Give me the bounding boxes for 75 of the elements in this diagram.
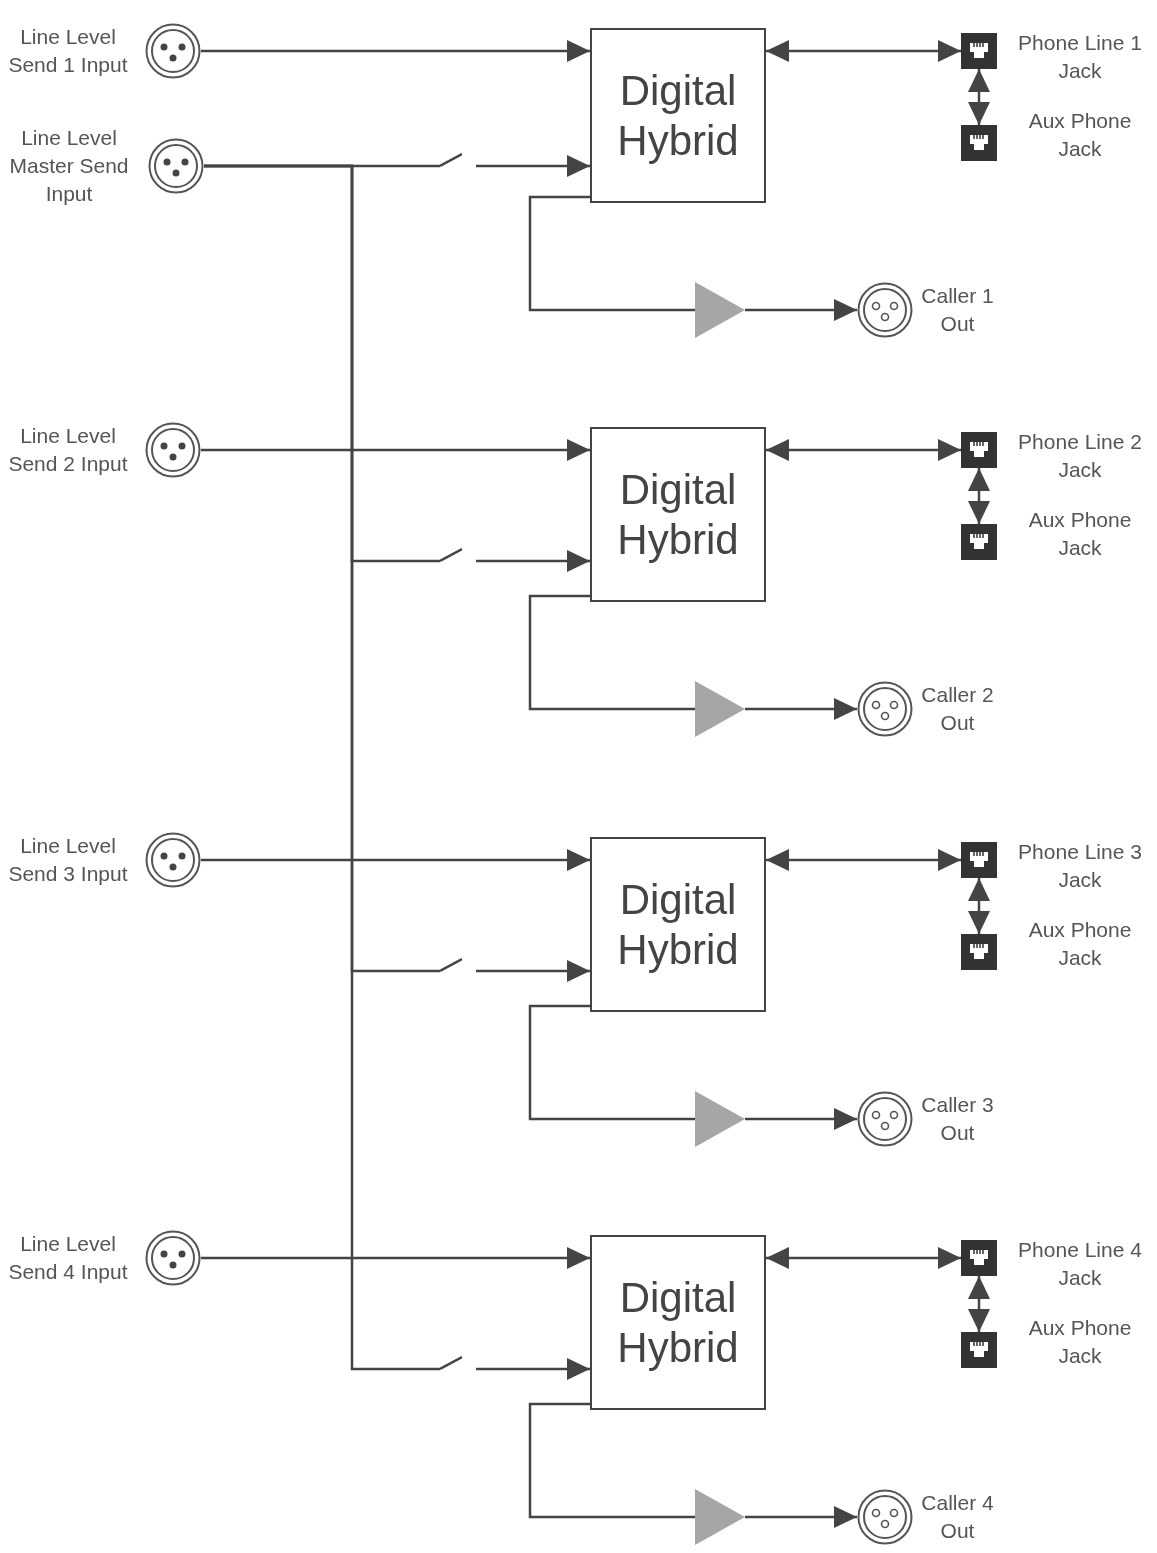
jack-label: Aux Phone Jack [1027,917,1133,971]
jack-label: Aux Phone Jack [1027,1315,1133,1369]
xlr-connector-icon [857,1489,913,1545]
phone-jack-icon [961,934,997,970]
amplifier-symbol [695,1091,745,1147]
switch-symbol [440,1355,462,1371]
double-arrow [968,69,990,125]
amplifier-symbol [695,1489,745,1545]
amplifier-symbol [695,681,745,737]
connector-label: Line Level Send 3 Input [7,833,129,887]
switch-symbol [440,957,462,973]
jack-label: Phone Line 4 Jack [1017,1237,1143,1291]
arrow [476,960,590,982]
double-arrow [766,1247,961,1269]
xlr-connector-icon [145,1230,201,1286]
double-arrow [968,1276,990,1332]
connector-line [528,195,695,312]
connector-label: Caller 3 Out [920,1092,995,1146]
switch-symbol [440,547,462,563]
phone-jack-icon [961,432,997,468]
xlr-connector-icon [145,422,201,478]
jack-label: Phone Line 2 Jack [1017,429,1143,483]
phone-jack-icon [961,842,997,878]
process-box [590,1235,766,1410]
connector-label: Line Level Send 4 Input [7,1231,129,1285]
box-title: Digital Hybrid [616,874,740,975]
phone-jack-icon [961,125,997,161]
arrow [201,849,590,871]
jack-label: Phone Line 1 Jack [1017,30,1143,84]
phone-jack-icon [961,33,997,69]
arrow [745,1506,857,1528]
xlr-connector-icon [148,138,204,194]
jack-label: Aux Phone Jack [1027,108,1133,162]
box-title: Digital Hybrid [616,1272,740,1373]
arrow [745,1108,857,1130]
arrow [745,698,857,720]
process-box [590,837,766,1012]
jack-label: Aux Phone Jack [1027,507,1133,561]
connector-label: Line Level Send 2 Input [7,423,129,477]
jack-label: Phone Line 3 Jack [1017,839,1143,893]
connector-label: Caller 4 Out [920,1490,995,1544]
switch-symbol [440,152,462,168]
xlr-connector-icon [857,681,913,737]
arrow [476,155,590,177]
xlr-connector-icon [145,23,201,79]
connector-line [528,594,695,711]
arrow [201,40,590,62]
box-title: Digital Hybrid [616,464,740,565]
connector-line [204,164,440,1371]
xlr-connector-icon [857,1091,913,1147]
phone-jack-icon [961,1240,997,1276]
connector-line [528,1004,695,1121]
connector-label: Line Level Master Send Input [8,125,130,207]
arrow [201,439,590,461]
connector-label: Line Level Send 1 Input [7,24,129,78]
process-box [590,427,766,602]
double-arrow [968,878,990,934]
xlr-connector-icon [857,282,913,338]
connector-line [528,1402,695,1519]
double-arrow [766,439,961,461]
phone-jack-icon [961,1332,997,1368]
double-arrow [766,40,961,62]
connector-label: Caller 1 Out [920,283,995,337]
arrow [201,1247,590,1269]
double-arrow [968,468,990,524]
arrow [476,550,590,572]
process-box [590,28,766,203]
phone-jack-icon [961,524,997,560]
arrow [476,1358,590,1380]
connector-label: Caller 2 Out [920,682,995,736]
box-title: Digital Hybrid [616,65,740,166]
arrow [745,299,857,321]
amplifier-symbol [695,282,745,338]
xlr-connector-icon [145,832,201,888]
double-arrow [766,849,961,871]
